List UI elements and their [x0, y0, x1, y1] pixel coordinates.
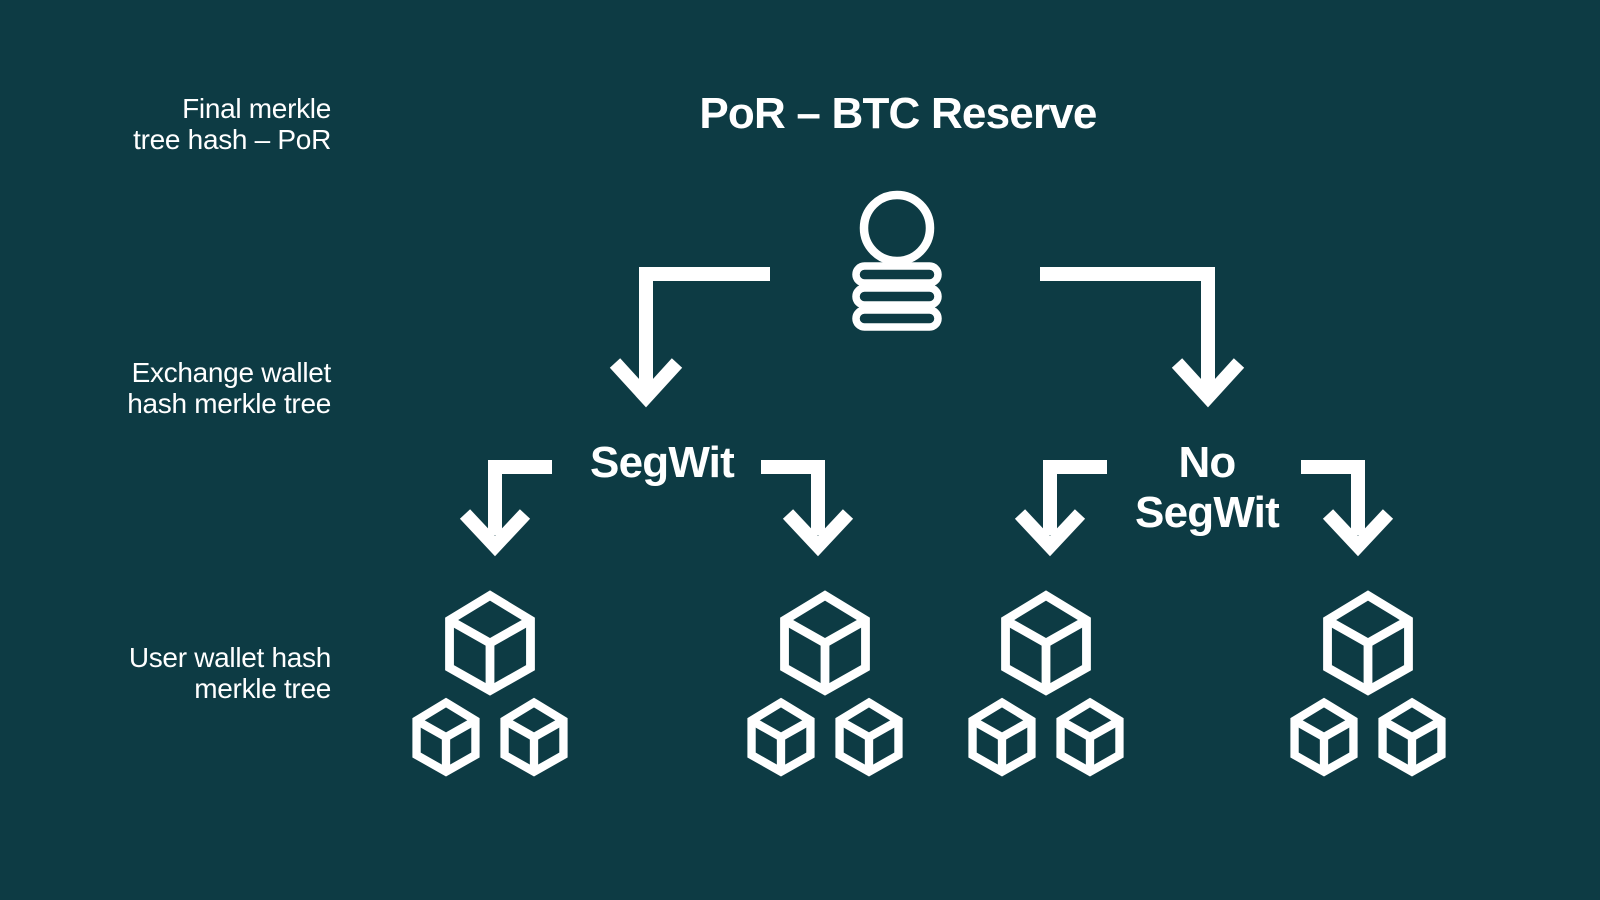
coin-bar [852, 306, 942, 331]
arrow-head-icon [459, 509, 531, 557]
arrow-head-icon [1322, 509, 1394, 557]
merkle-group-4 [1295, 596, 1442, 772]
coin-stack-icon [852, 190, 942, 331]
arrow-root-to-no-segwit [1040, 267, 1245, 408]
merkle-group-1 [417, 596, 564, 772]
arrow-root-to-segwit [609, 267, 770, 408]
block-cube-icon-small [1295, 703, 1354, 772]
block-cube-icon-small [1061, 703, 1120, 772]
block-cube-icon-large [785, 596, 866, 691]
block-cube-icon-small [973, 703, 1032, 772]
row-label-exchange-wallet-hash: Exchange wallet hash merkle tree [127, 357, 331, 419]
block-cube-icon-small [840, 703, 899, 772]
arrow-segwit-to-group-2 [761, 460, 854, 557]
block-cube-icon-large [1006, 596, 1087, 691]
arrow-segwit-to-group-1 [459, 460, 552, 557]
coin-bar [852, 262, 942, 287]
branch-label-no-segwit: No SegWit [1135, 438, 1280, 537]
block-cube-icon-large [1328, 596, 1409, 691]
block-cube-icon-small [1383, 703, 1442, 772]
branch-label-segwit: SegWit [590, 438, 735, 487]
block-cube-icon-small [417, 703, 476, 772]
arrow-no-segwit-to-group-4 [1301, 460, 1394, 557]
arrow-head-icon [609, 358, 683, 408]
arrow-head-icon [1014, 509, 1086, 557]
merkle-group-2 [752, 596, 899, 772]
arrow-head-icon [1171, 358, 1245, 408]
row-label-user-wallet-hash: User wallet hash merkle tree [128, 642, 331, 704]
coin-bar [852, 284, 942, 309]
arrow-no-segwit-to-group-3 [1014, 460, 1107, 557]
block-cube-icon-small [505, 703, 564, 772]
coin-circle [859, 190, 935, 266]
block-cube-icon-small [752, 703, 811, 772]
merkle-group-3 [973, 596, 1120, 772]
row-label-final-merkle-hash: Final merkle tree hash – PoR [133, 93, 331, 155]
arrow-head-icon [782, 509, 854, 557]
diagram-title: PoR – BTC Reserve [699, 89, 1097, 138]
block-cube-icon-large [450, 596, 531, 691]
